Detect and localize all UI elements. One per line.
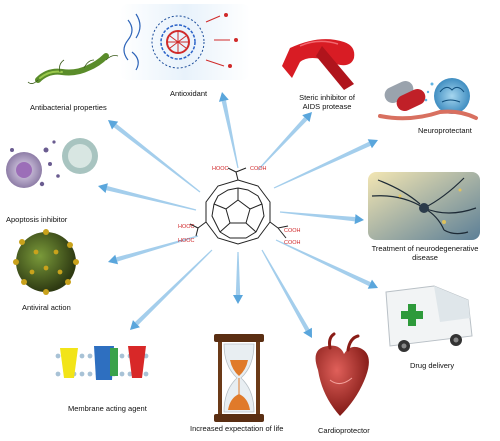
arrow-membrane [130,249,213,330]
arrows-group [98,92,378,338]
arrow-aids [257,112,312,171]
label-neuro-line1: Treatment of neurodegenerative [371,244,479,253]
label-aids: Steric inhibitor of AIDS protease [288,93,366,111]
carboxyl-label-5: COOH [284,228,301,234]
label-neuro-line2: disease [412,253,438,262]
membrane-proteins-icon [55,346,149,380]
label-membrane: Membrane acting agent [68,404,147,413]
label-apoptosis: Apoptosis inhibitor [6,215,68,224]
fullerene-radical-scavenging-icon [120,4,250,80]
arrow-life [233,252,243,304]
label-neuroprotectant: Neuroprotectant [418,126,472,135]
arrow-antiviral [108,235,199,265]
arrow-neurodegen [279,211,364,225]
neuron-icon [368,172,480,240]
carboxyl-label-2: COOH [250,166,267,172]
carboxyl-label-3: HOOC [178,224,195,230]
label-neurodegenerative: Treatment of neurodegenerative disease [370,244,480,262]
bacteria-icon [27,53,119,84]
label-life: Increased expectation of life [190,424,284,433]
label-aids-line1: Steric inhibitor of [299,93,355,102]
carboxyl-label-6: COOH [284,240,301,246]
virus-icon [13,229,79,295]
arrow-antioxidant [218,92,239,169]
label-antioxidant: Antioxidant [170,89,208,98]
carboxyl-label-1: HOOC [212,166,229,172]
label-aids-line2: AIDS protease [302,102,352,111]
label-antibacterial: Antibacterial properties [30,103,107,112]
arrow-apoptosis [98,183,197,211]
hourglass-icon [214,334,264,422]
pill-brain-icon [378,78,478,121]
arrow-neuroprotect [273,139,378,189]
label-cardio: Cardioprotector [318,426,370,435]
label-antiviral: Antiviral action [22,303,71,312]
carboxyl-label-4: HOOC [178,238,195,244]
red-ribbon-icon [282,39,355,90]
cell-icon [6,138,98,188]
heart-icon [315,332,369,416]
arrow-antibacterial [108,120,201,193]
arrow-cardio [261,249,312,338]
carboxyfullerene-molecule [189,167,289,245]
arrow-drug-delivery [275,239,378,289]
label-drug-delivery: Drug delivery [410,361,455,370]
ambulance-icon [385,285,473,352]
